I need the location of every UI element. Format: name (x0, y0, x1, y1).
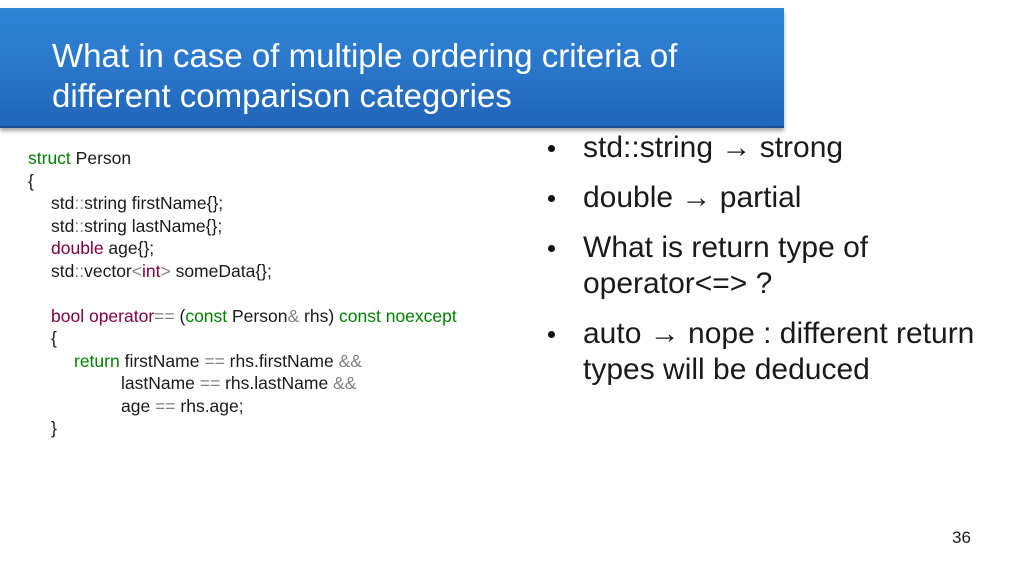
slide-title: What in case of multiple ordering criter… (52, 36, 772, 116)
code-line-operator-signature: bool operator== (const Person& rhs) cons… (28, 305, 457, 328)
code-line-lastname: std::string lastName{}; (28, 215, 457, 238)
code-keyword: const noexcept (339, 305, 457, 326)
code-text: string lastName{}; (84, 215, 223, 236)
code-text: Person (70, 148, 132, 168)
bullet-dot-icon (548, 145, 555, 152)
code-keyword: const (185, 305, 228, 326)
code-text: ( (174, 305, 186, 326)
bullet-text: std::string → strong (583, 131, 844, 164)
code-line-somedata: std::vector<int> someData{}; (28, 260, 457, 283)
code-line-firstname: std::string firstName{}; (28, 192, 457, 215)
code-text: std (51, 193, 75, 213)
bullet-dot-icon (548, 331, 555, 338)
bullet-text: double → partial (583, 181, 802, 214)
code-line-open-brace: { (28, 170, 457, 193)
code-block: struct Person { std::string firstName{};… (28, 147, 457, 440)
code-text: } (51, 418, 57, 438)
code-line-lastname-compare: lastName == rhs.lastName && (28, 372, 457, 395)
code-operator: :: (74, 215, 85, 236)
code-text: rhs) (299, 305, 340, 326)
code-operator: :: (74, 193, 85, 213)
code-text: std (51, 215, 75, 236)
code-line-return: return firstName == rhs.firstName && (28, 350, 457, 373)
code-text: firstName (119, 350, 205, 371)
code-text: vector (84, 260, 132, 281)
bullet-item: double → partial (548, 180, 1018, 216)
code-text: string firstName{}; (84, 193, 224, 213)
code-text: std (51, 260, 75, 281)
slide-title-line-1: What in case of multiple ordering criter… (52, 37, 678, 74)
code-operator: == (204, 350, 225, 371)
code-type: bool (51, 305, 85, 326)
code-operator: > (160, 260, 171, 281)
code-operator: && (338, 350, 362, 371)
code-operator: == (155, 395, 176, 416)
code-keyword: return (74, 350, 120, 371)
code-text: { (51, 328, 57, 348)
code-text: age (121, 395, 156, 416)
code-text: someData{}; (170, 260, 272, 281)
title-bar: What in case of multiple ordering criter… (0, 8, 784, 128)
code-text: Person (227, 305, 288, 326)
code-operator: < (131, 260, 142, 281)
code-line-close-brace: } (28, 417, 457, 440)
code-keyword: operator (88, 305, 155, 326)
code-operator: && (333, 373, 357, 393)
code-type: double (51, 238, 104, 258)
code-text: { (28, 170, 34, 191)
code-line-struct: struct Person (28, 147, 457, 170)
bullet-dot-icon (548, 195, 555, 202)
code-operator: :: (74, 260, 85, 281)
code-text: lastName (121, 373, 200, 393)
code-text: age{}; (103, 238, 155, 258)
code-text: rhs.lastName (220, 373, 334, 393)
code-operator: == (154, 305, 175, 326)
code-text: rhs.firstName (224, 350, 339, 371)
bullet-list: std::string → strong double → partial Wh… (548, 130, 1018, 402)
slide-title-line-2: different comparison categories (52, 77, 512, 114)
bullet-item: What is return type of operator<=> ? (548, 230, 1018, 302)
bullet-text: auto → nope : different return types wil… (583, 317, 975, 386)
bullet-item: auto → nope : different return types wil… (548, 316, 1018, 388)
bullet-text: What is return type of operator<=> ? (583, 231, 869, 300)
code-type: int (141, 260, 161, 281)
code-line-age: double age{}; (28, 237, 457, 260)
code-line-blank (28, 282, 457, 305)
code-line-age-compare: age == rhs.age; (28, 395, 457, 418)
bullet-item: std::string → strong (548, 130, 1018, 166)
code-text: rhs.age; (175, 395, 244, 416)
code-line-open-brace-2: { (28, 327, 457, 350)
code-operator: == (199, 373, 221, 393)
page-number: 36 (952, 528, 971, 547)
code-operator: & (287, 305, 300, 326)
bullet-dot-icon (548, 245, 555, 252)
code-keyword: struct (28, 148, 71, 168)
